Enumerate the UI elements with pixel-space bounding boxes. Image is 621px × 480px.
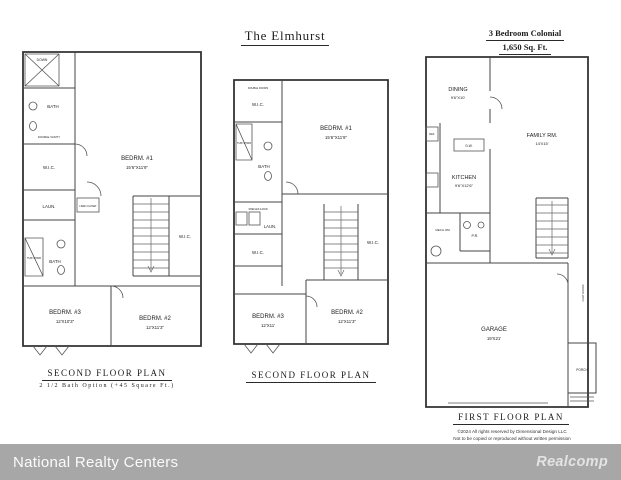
linen-closet-box (76, 197, 100, 213)
porch-steps-icon (570, 396, 594, 402)
room-dims: 15'6"X11'9" (325, 135, 347, 140)
caption-second-floor-option: SECOND FLOOR PLAN 2 1/2 Bath Option (+45… (22, 368, 192, 389)
room-label: LAUN. (43, 204, 56, 209)
room-label: LINEN CLOSET (79, 205, 97, 208)
room-label: COAT HOOKS (581, 284, 585, 301)
toilet-icon (57, 265, 65, 275)
room-dims: 19'X21' (487, 336, 502, 341)
room-label: D.W. (466, 144, 473, 148)
interior-walls (23, 52, 201, 346)
room-label: DINING (448, 87, 467, 93)
fixtures (425, 96, 594, 404)
sink-icon (477, 221, 485, 229)
outer-walls (425, 56, 589, 408)
room-label: REF. (429, 133, 435, 136)
door-arc-icon (74, 143, 124, 299)
room-label: BATH (47, 104, 58, 109)
copyright-line: Not to be copied or reproduced without w… (453, 435, 571, 441)
kitchen-island (453, 138, 485, 152)
washer-icon (235, 211, 248, 226)
room-label: PORCH (576, 368, 588, 372)
room-labels: DINING 9'6"X10' FAMILY RM. 14'X15' KITCH… (429, 87, 588, 372)
room-label: BEDRM. #1 (320, 126, 352, 132)
copyright-line: ©2024 All rights reserved by Dimensional… (457, 429, 567, 434)
dryer-icon (248, 211, 261, 226)
tub-icon (235, 123, 253, 161)
room-dims: 12'X11'3" (338, 319, 356, 324)
page-title: The Elmhurst (200, 28, 370, 46)
room-label: BEDRM. #2 (139, 316, 171, 322)
toilet-icon (264, 171, 272, 181)
room-label: KITCHEN (452, 175, 476, 181)
outer-walls (22, 51, 202, 347)
plan-specs: 3 Bedroom Colonial 1,650 Sq. Ft. (455, 27, 595, 55)
copyright-notice: ©2024 All rights reserved by Dimensional… (424, 429, 600, 443)
bay-window-icon (32, 345, 70, 356)
room-label: W.I.C. (367, 240, 379, 245)
toilet-icon (463, 221, 471, 229)
caption-first-floor: FIRST FLOOR PLAN (428, 412, 594, 425)
sink-icon (263, 141, 273, 151)
room-dims: 14'X15' (535, 141, 548, 146)
refrigerator-icon (425, 126, 439, 142)
outer-walls (233, 79, 389, 345)
caption-second-floor: SECOND FLOOR PLAN (235, 370, 387, 383)
room-label: BEDRM. #1 (121, 156, 153, 162)
door-arc-icon (285, 181, 318, 308)
brokerage-name: National Realty Centers (13, 453, 179, 471)
chase-box (24, 53, 60, 87)
range-icon (425, 172, 439, 188)
room-label: SHELVES & ROD (248, 208, 267, 211)
second-floor-plan-option-drawing: DOWN BATH DOUBLE VANITY W.I.C. LAUN. LIN… (22, 51, 202, 356)
room-label: LAUN. (264, 224, 276, 229)
interior-walls (426, 57, 597, 407)
tub-icon (24, 237, 44, 277)
fixtures (24, 53, 124, 356)
first-floor-plan-drawing: DINING 9'6"X10' FAMILY RM. 14'X15' KITCH… (425, 56, 597, 408)
room-dims: 15'6"X11'9" (126, 165, 148, 170)
bay-window-icon (243, 343, 281, 354)
room-label: BATH (258, 164, 269, 169)
stairs (536, 201, 568, 256)
room-label: TUB/ SHWR (27, 257, 41, 260)
room-dims: 12'X10'3" (56, 319, 75, 324)
footer-bar: National Realty Centers Realcomp (0, 444, 621, 480)
door-arc-icon (489, 96, 569, 286)
spec-bedrooms: 3 Bedroom Colonial (485, 27, 565, 41)
room-label: BATH (49, 259, 60, 264)
second-floor-plan-drawing: DOUBLE DOORS W.I.C. BEDRM. #1 15'6"X11'9… (233, 79, 389, 354)
sink-icon (28, 101, 38, 111)
room-dims: 12'X11'3" (146, 325, 164, 330)
stairs (133, 198, 169, 273)
stairs (324, 206, 358, 277)
fixtures (235, 123, 318, 354)
interior-walls (234, 80, 388, 344)
room-label: TUB/ SHWR (237, 142, 251, 145)
toilet-icon (29, 121, 37, 131)
sink-icon (56, 239, 66, 249)
water-heater-icon (430, 245, 442, 257)
room-dims: 12'X11' (261, 323, 275, 328)
room-label: W.I.C. (43, 165, 55, 170)
room-label: MECH. RM. (436, 228, 451, 232)
option-note: 2 1/2 Bath Option (+45 Square Ft.) (39, 383, 175, 389)
room-label: BEDRM. #2 (331, 310, 363, 316)
room-label: DOWN (37, 58, 48, 62)
room-dims: 9'6"X10' (451, 95, 466, 100)
spec-sqft: 1,650 Sq. Ft. (499, 41, 551, 55)
room-labels: DOWN BATH DOUBLE VANITY W.I.C. LAUN. LIN… (27, 58, 191, 330)
room-label: W.I.C. (252, 250, 264, 255)
room-label: W.I.C. (252, 102, 264, 107)
room-label: BEDRM. #3 (252, 314, 284, 320)
room-label: BEDRM. #3 (49, 310, 81, 316)
room-dims: 9'6"X12'6" (455, 183, 474, 188)
realcomp-logo: Realcomp (536, 454, 608, 470)
room-label: DOUBLE DOORS (248, 87, 268, 90)
room-labels: DOUBLE DOORS W.I.C. BEDRM. #1 15'6"X11'9… (237, 87, 379, 328)
room-label: P.R. (472, 234, 479, 238)
room-label: GARAGE (481, 327, 507, 333)
room-label: DOUBLE VANITY (38, 135, 60, 139)
room-label: FAMILY RM. (527, 133, 558, 139)
room-label: W.I.C. (179, 234, 191, 239)
